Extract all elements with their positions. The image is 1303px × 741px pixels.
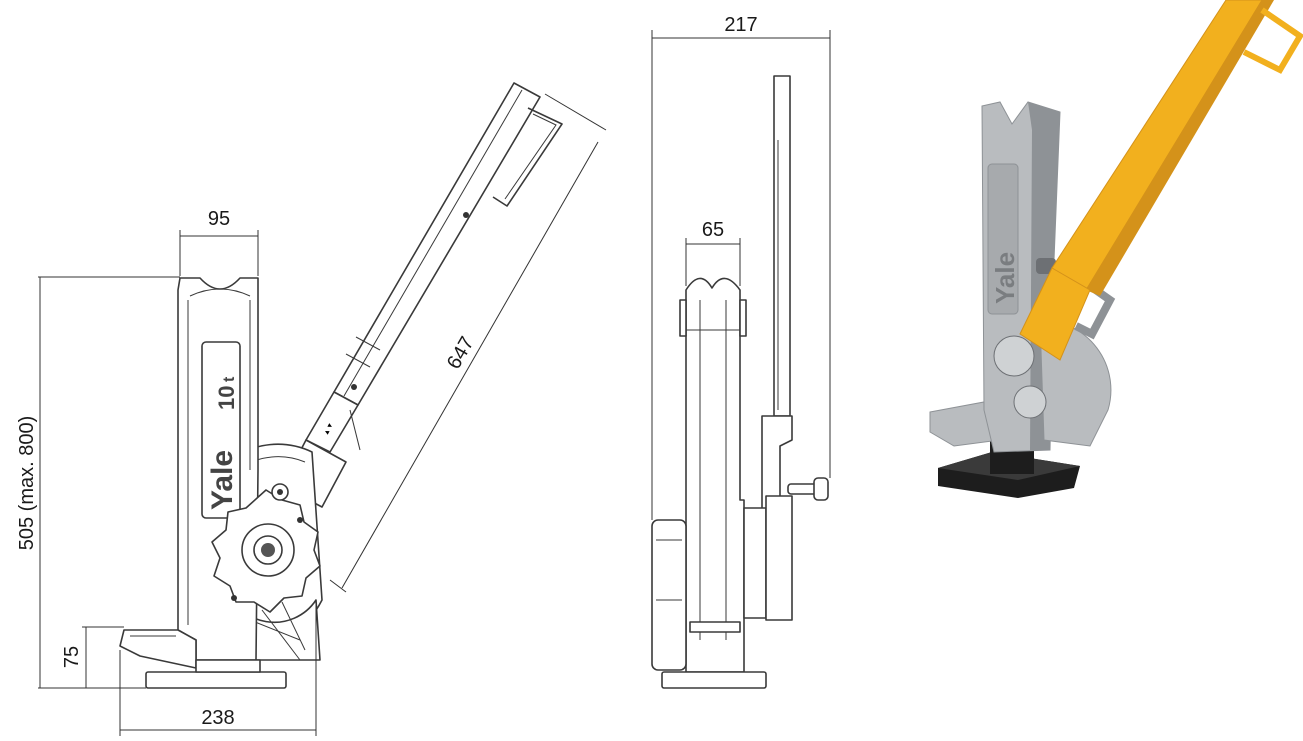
dim-label-handle-length: 647 (443, 333, 479, 373)
gear-wheel (211, 483, 321, 613)
render-nameplate (987, 163, 1019, 315)
render-handle-socket (1019, 267, 1091, 361)
product-render: Yale (929, 0, 1303, 498)
render-hub-lower (1013, 385, 1047, 419)
base-pedestal (195, 659, 261, 673)
side-handle (773, 75, 791, 417)
render-toe (929, 401, 1001, 447)
side-view: 217 65 (651, 14, 831, 689)
render-handle-grip (1242, 7, 1303, 74)
render-hub (993, 335, 1035, 377)
render-handle (1051, 0, 1263, 291)
dim-label-side-top-width: 65 (702, 219, 724, 241)
dim-label-top-width: 95 (208, 208, 230, 230)
render-logo-brand: Yale (990, 252, 1020, 304)
dim-base-width: 238 (119, 600, 317, 736)
logo-brand: Yale (206, 450, 239, 510)
side-body (685, 277, 745, 673)
dim-top-width: 95 (179, 208, 259, 276)
dim-label-base-width: 238 (201, 707, 234, 729)
jack-toe (119, 629, 197, 669)
dim-label-height: 505 (max. 800) (16, 416, 38, 551)
dim-height: 505 (max. 800) (16, 276, 180, 689)
render-handle-shade (1086, 0, 1274, 296)
dim-label-side-depth: 217 (724, 14, 757, 36)
logo-capacity: 10 (214, 386, 239, 410)
dim-label-foot-height: 75 (61, 646, 83, 668)
side-base-plate (661, 671, 767, 689)
jack-handle: ▲▼ UP (281, 82, 563, 508)
render-body-side (1028, 102, 1060, 450)
dim-foot-height: 75 (61, 626, 124, 688)
front-view: ▲▼ UP Yale 10 t (16, 82, 607, 736)
base-plate (145, 671, 287, 689)
logo-unit: t (221, 376, 238, 382)
dim-side-top-width: 65 (685, 219, 741, 286)
dim-side-depth: 217 (651, 14, 831, 520)
